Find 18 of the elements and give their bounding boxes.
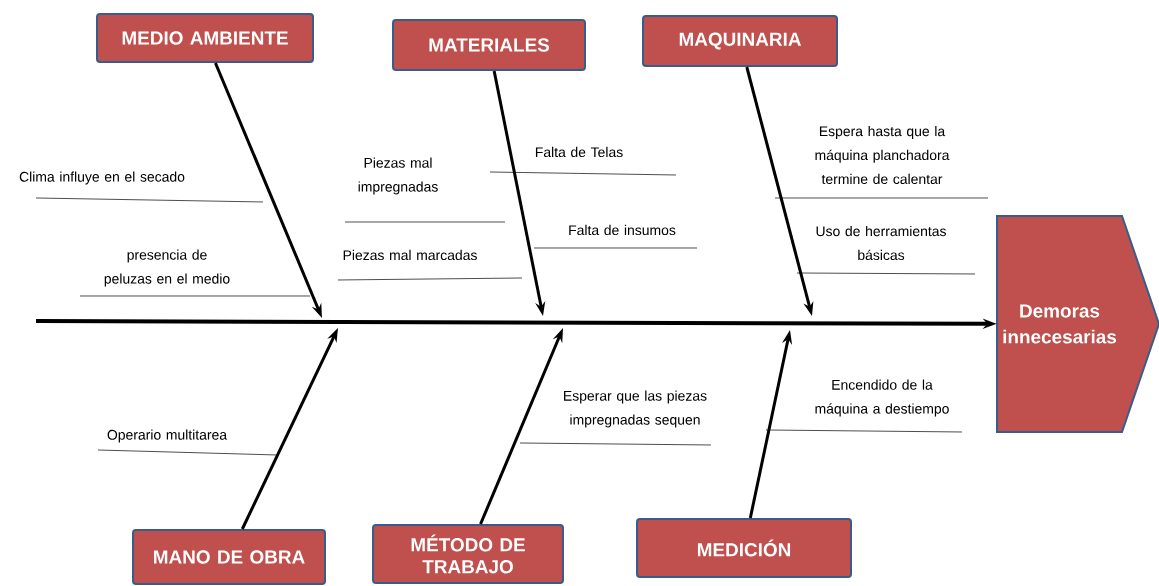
category-box: MANO DE OBRA [132, 529, 326, 585]
effect-arrow-box: Demoras innecesarias [996, 215, 1159, 433]
cause-label: Espera hasta que la máquina planchadora termine de calentar [815, 125, 950, 185]
cause-label: Falta de insumos [569, 224, 676, 236]
cause-label: Piezas mal marcadas [343, 249, 477, 261]
category-box: MEDIO AMBIENTE [96, 13, 314, 63]
cause-label: Operario multitarea [107, 429, 228, 443]
category-box: MAQUINARIA [642, 15, 838, 67]
category-box: MEDICIÓN [636, 518, 852, 578]
cause-label: Falta de Telas [535, 146, 623, 158]
cause-label: Clima influye en el secado [19, 171, 185, 185]
category-box: MATERIALES [392, 19, 586, 71]
cause-label: Uso de herramientas básicas [816, 225, 946, 261]
cause-label: presencia de peluzas en el medio [104, 249, 230, 287]
cause-label: Piezas mal impregnadas [358, 157, 438, 195]
cause-label: Esperar que las piezas impregnadas sequen [564, 390, 707, 428]
category-box: MÉTODO DE TRABAJO [372, 524, 564, 584]
cause-label: Encendido de la máquina a destiempo [815, 379, 949, 417]
